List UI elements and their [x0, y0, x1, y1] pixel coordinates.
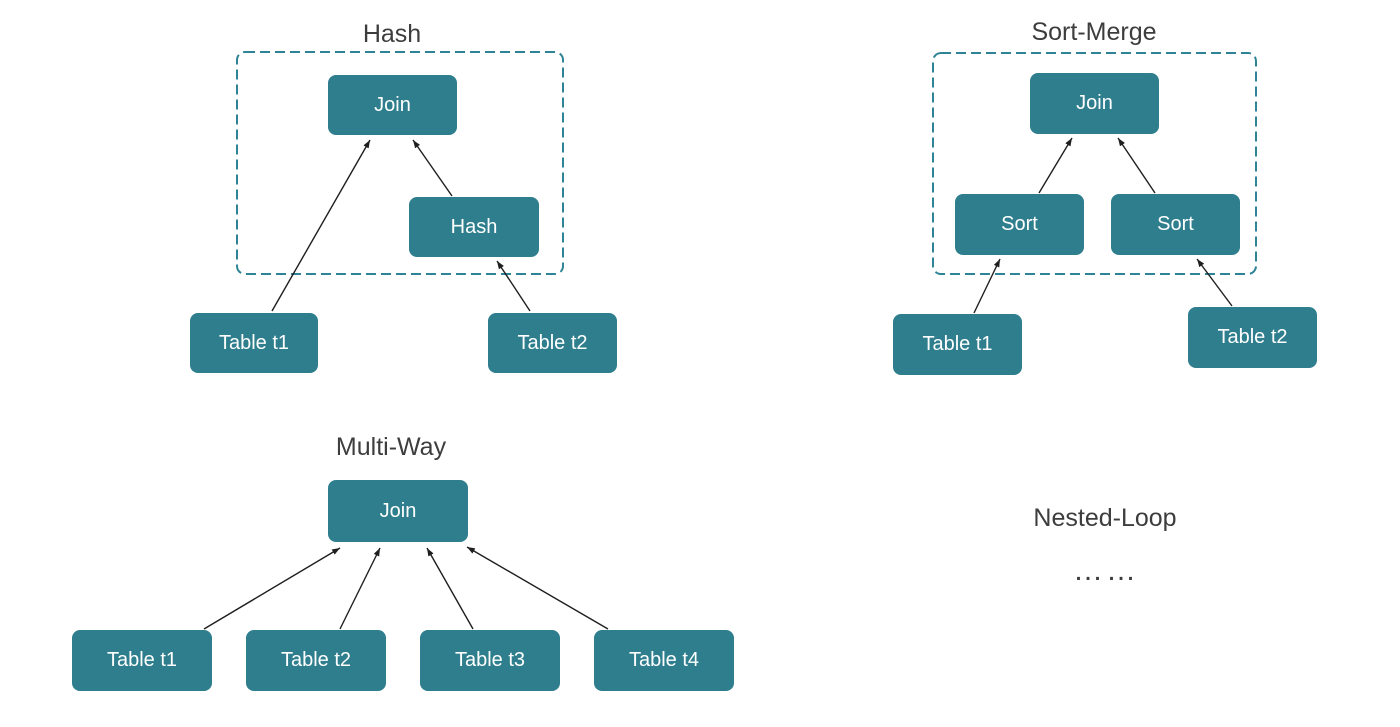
multi-way-table-t3-node: Table t3 [420, 630, 560, 691]
arrow-hash-table2-to-hash [496, 260, 531, 312]
arrow-multiway-table2-to-join [339, 547, 381, 630]
sort-merge-table-t2-node: Table t2 [1188, 307, 1317, 368]
arrow-multiway-table4-to-join [466, 546, 609, 630]
multi-way-table-t4-node: Table t4 [594, 630, 734, 691]
sort-merge-sort-right-node: Sort [1111, 194, 1240, 255]
sort-merge-table-t1-node: Table t1 [893, 314, 1022, 375]
sort-merge-sort-left-node: Sort [955, 194, 1084, 255]
multi-way-table-t2-node: Table t2 [246, 630, 386, 691]
arrow-hash-hash-to-join [412, 139, 453, 197]
multi-way-diagram-title: Multi-Way [335, 433, 447, 461]
arrow-multiway-table1-to-join [203, 547, 341, 630]
arrow-sortmerge-sortright-to-join [1117, 137, 1156, 194]
multi-way-join-node: Join [328, 480, 468, 542]
nested-loop-diagram-title: Nested-Loop [1033, 504, 1177, 532]
sort-merge-diagram-title: Sort-Merge [1031, 18, 1157, 46]
multi-way-table-t1-node: Table t1 [72, 630, 212, 691]
hash-join-node: Join [328, 75, 457, 135]
arrow-sortmerge-sortleft-to-join [1038, 137, 1073, 194]
nested-loop-ellipsis: …… [1073, 554, 1139, 587]
arrow-sortmerge-table2-to-sortright [1196, 258, 1233, 307]
hash-diagram-title: Hash [362, 20, 422, 48]
sort-merge-join-node: Join [1030, 73, 1159, 134]
sort-merge-group-border [932, 52, 1257, 275]
arrow-sortmerge-table1-to-sortleft [973, 258, 1001, 314]
hash-hash-node: Hash [409, 197, 539, 257]
arrow-hash-table1-to-join [271, 139, 371, 312]
arrow-multiway-table3-to-join [426, 547, 474, 630]
hash-table-t1-node: Table t1 [190, 313, 318, 373]
hash-group-border [236, 51, 564, 275]
hash-table-t2-node: Table t2 [488, 313, 617, 373]
